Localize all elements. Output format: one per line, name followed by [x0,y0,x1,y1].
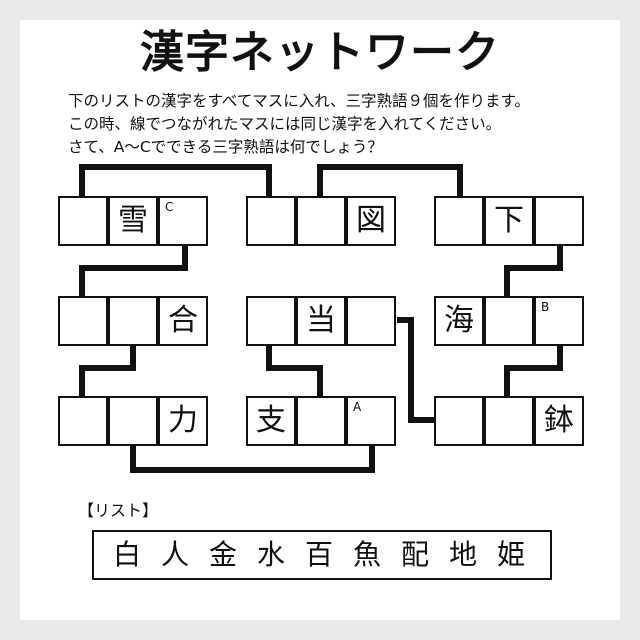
grid-cell[interactable] [108,396,158,446]
list-kanji: 白 [112,538,141,571]
grid-cell[interactable] [484,196,534,246]
grid-cell[interactable] [246,296,296,346]
puzzle-title: 漢字ネットワーク [140,27,500,78]
grid-cell[interactable] [158,296,208,346]
connector-line [79,164,272,196]
given-kanji: 鉢 [544,403,574,438]
connector-line [79,345,136,396]
connector-line [504,245,563,296]
grid-cell[interactable] [296,196,346,246]
given-kanji: 力 [168,403,198,438]
instruction-line-1: 下のリストの漢字をすべてマスに入れ、三字熟語９個を作ります。 [68,92,530,110]
grid-cell[interactable] [534,196,584,246]
list-kanji: 配 [400,538,429,571]
connector-line [130,445,375,473]
connector-line [266,345,323,396]
grid-cell[interactable] [346,196,396,246]
grid-cell[interactable] [346,396,396,446]
grid-cell[interactable] [58,196,108,246]
grid-cell[interactable] [296,296,346,346]
grid-cell[interactable] [108,196,158,246]
cell-label-c: C [165,200,174,214]
grid-cell[interactable] [484,296,534,346]
grid-cell[interactable] [434,296,484,346]
cell-label-a: A [353,400,362,414]
given-kanji: 合 [168,303,198,338]
grid-cell[interactable] [434,396,484,446]
connector-line [317,164,463,196]
grid-cell[interactable] [158,196,208,246]
instruction-line-3: さて、A〜Cでできる三字熟語は何でしょう？ [68,138,383,156]
grid-cell[interactable] [158,396,208,446]
given-kanji: 図 [356,203,386,238]
grid-cell[interactable] [58,296,108,346]
connector-line [397,317,435,423]
given-kanji: 海 [444,303,474,338]
connector-line [504,345,563,396]
cell-label-b: B [541,300,550,314]
list-kanji: 姫 [496,538,525,571]
list-kanji: 水 [256,538,285,571]
instruction-line-2: この時、線でつながれたマスには同じ漢字を入れてください。 [68,115,502,133]
kanji-list-box: 白人金水百魚配地姫 [92,530,552,580]
grid-cell[interactable] [346,296,396,346]
connector-line [79,245,188,296]
grid-cell[interactable] [58,396,108,446]
list-kanji: 地 [448,538,477,571]
given-kanji: 当 [306,303,336,338]
given-kanji: 下 [494,203,524,238]
grid-cell[interactable] [296,396,346,446]
grid-cell[interactable] [534,396,584,446]
grid-cell[interactable] [484,396,534,446]
list-kanji: 魚 [352,538,381,571]
list-heading: 【リスト】 [78,501,159,520]
grid-cell[interactable] [246,396,296,446]
grid-cell[interactable] [434,196,484,246]
grid-cell[interactable] [108,296,158,346]
list-kanji: 百 [304,538,333,571]
grid-cell[interactable] [534,296,584,346]
given-kanji: 雪 [118,203,148,238]
list-kanji: 人 [160,538,189,571]
grid-cell[interactable] [246,196,296,246]
list-kanji: 金 [208,538,237,571]
given-kanji: 支 [256,403,286,438]
